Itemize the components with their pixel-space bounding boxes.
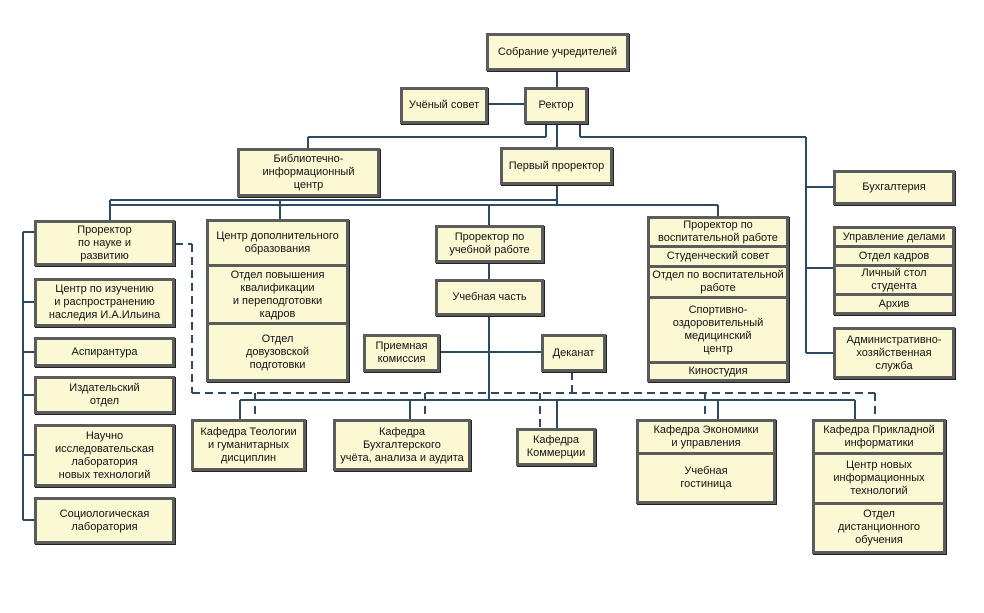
educational-work-group: Проректор по воспитательной работе Студе… <box>647 216 789 382</box>
administration-group: Управление делами Отдел кадров Личный ст… <box>833 226 955 315</box>
qualification-department-cell: Отдел повышения квалификации и переподго… <box>209 267 346 322</box>
economics-department-cell: Кафедра Экономики и управления <box>639 422 773 452</box>
research-lab-box: Научно исследовательская лаборатория нов… <box>34 424 175 487</box>
prorector-science-box: Проректор по науке и развитию <box>34 220 175 266</box>
publishing-department-box: Издательский отдел <box>34 376 175 414</box>
archive-cell: Архив <box>836 296 952 312</box>
continuing-education-center-cell: Центр дополнительного образования <box>209 222 346 264</box>
commerce-department-box: Кафедра Коммерции <box>516 428 596 466</box>
applied-informatics-group: Кафедра Прикладной информатики Центр нов… <box>812 419 946 554</box>
continuing-education-group: Центр дополнительного образования Отдел … <box>206 219 349 382</box>
sports-medical-center-cell: Спортивно- оздоровительный медицинский ц… <box>650 299 786 361</box>
applied-informatics-department-cell: Кафедра Прикладной информатики <box>815 422 943 452</box>
student-council-cell: Студенческий совет <box>650 248 786 265</box>
film-studio-cell: Киностудия <box>650 364 786 379</box>
training-hotel-cell: Учебная гостиница <box>639 455 773 501</box>
deanery-box: Деканат <box>541 334 606 372</box>
rector-box: Ректор <box>524 87 588 124</box>
affairs-management-cell: Управление делами <box>836 229 952 245</box>
academic-office-box: Учебная часть <box>435 279 544 316</box>
prorector-academic-box: Проректор по учебной работе <box>435 225 544 263</box>
ilyin-center-box: Центр по изучению и распространению насл… <box>34 278 175 327</box>
postgraduate-box: Аспирантура <box>34 337 175 367</box>
new-it-center-cell: Центр новых информационных технологий <box>815 455 943 502</box>
economics-group: Кафедра Экономики и управления Учебная г… <box>636 419 776 504</box>
educational-work-department-cell: Отдел по воспитательной работе <box>650 268 786 296</box>
hr-department-cell: Отдел кадров <box>836 248 952 264</box>
theology-department-box: Кафедра Теологии и гуманитарных дисципли… <box>191 419 306 471</box>
pre-university-department-cell: Отдел довузовской подготовки <box>209 325 346 379</box>
accounting-department-box: Кафедра Бухгалтерского учёта, анализа и … <box>333 419 471 471</box>
sociology-lab-box: Социологическая лаборатория <box>34 497 175 544</box>
solid-connectors <box>22 70 856 521</box>
admission-committee-box: Приемная комиссия <box>363 334 440 372</box>
academic-council-box: Учёный совет <box>400 87 488 124</box>
first-prorector-box: Первый проректор <box>500 147 613 185</box>
student-records-cell: Личный стол студента <box>836 267 952 293</box>
accounting-box: Бухгалтерия <box>833 170 955 205</box>
founders-assembly-box: Собрание учредителей <box>486 33 629 71</box>
distance-learning-department-cell: Отдел дистанционного обучения <box>815 504 943 551</box>
admin-economic-service-box: Административно- хозяйственная служба <box>833 327 955 379</box>
prorector-educational-work-cell: Проректор по воспитательной работе <box>650 219 786 245</box>
library-center-box: Библиотечно- информационный центр <box>237 148 380 197</box>
dashed-connectors <box>175 243 876 428</box>
